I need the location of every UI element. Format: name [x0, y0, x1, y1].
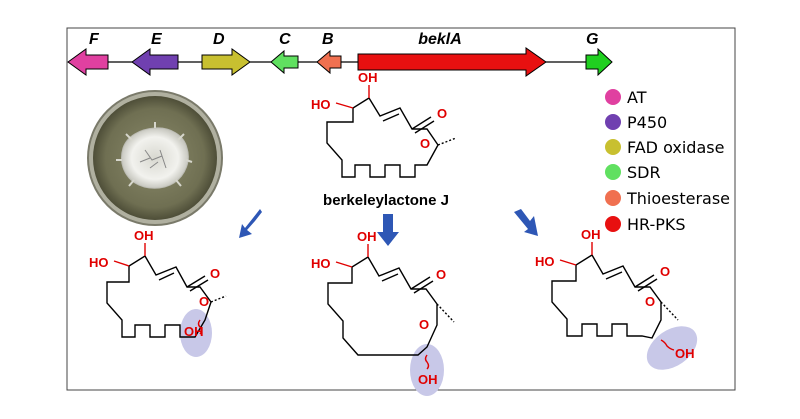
- legend-dot-thioesterase: [605, 190, 621, 206]
- legend-dot-p450: [605, 114, 621, 130]
- gene-arrow-bekla: [357, 47, 547, 77]
- atom-oh-new: OH: [184, 324, 204, 339]
- gene-arrow-c: [270, 49, 299, 75]
- atom-o-carbonyl: O: [436, 267, 446, 282]
- product-molecule-right: O O OH HO OH: [535, 227, 698, 370]
- highlight-right: [646, 326, 698, 370]
- atom-oh-top: OH: [358, 70, 378, 85]
- legend-label-hr-pks: HR-PKS: [627, 215, 686, 234]
- highlight-middle: [410, 344, 444, 396]
- atom-ho-left: HO: [89, 255, 109, 270]
- gene-arrow-d: [201, 48, 251, 76]
- atom-oh-top: OH: [134, 228, 154, 243]
- atom-o-carbonyl: O: [660, 264, 670, 279]
- atom-oh-top: OH: [357, 229, 377, 244]
- molecule-berkeleylactone-j: O O OH HO: [311, 70, 457, 178]
- product-molecule-left: O O OH HO OH: [89, 228, 227, 357]
- atom-oh-new: OH: [675, 346, 695, 361]
- atom-o-ring: O: [645, 294, 655, 309]
- atom-ho-left: HO: [311, 97, 331, 112]
- reaction-arrows: [239, 209, 538, 246]
- legend-label-p450: P450: [627, 113, 667, 132]
- gene-label-b: B: [322, 31, 334, 48]
- gene-label-c: C: [279, 31, 291, 48]
- gene-arrow-f: [67, 48, 109, 76]
- reaction-arrow-middle: [377, 214, 399, 246]
- legend-dot-sdr: [605, 164, 621, 180]
- atom-o-ring: O: [419, 317, 429, 332]
- gene-label-bekla: beklA: [418, 31, 462, 48]
- atom-o-ring: O: [199, 294, 209, 309]
- compound-name: berkeleylactone J: [323, 192, 449, 209]
- legend-label-sdr: SDR: [627, 163, 661, 182]
- product-molecule-middle: O O OH HO OH: [311, 229, 455, 396]
- legend-label-at: AT: [627, 88, 647, 107]
- atom-o-carbonyl: O: [210, 266, 220, 281]
- petri-dish-photo: [87, 90, 223, 226]
- reaction-arrow-left: [239, 209, 262, 238]
- legend: AT P450 FAD oxidase SDR Thioesterase HR-…: [605, 88, 730, 234]
- gene-cluster: F E D C B beklA G: [67, 31, 613, 77]
- atom-o-carbonyl: O: [437, 106, 447, 121]
- atom-oh-new: OH: [418, 372, 438, 387]
- gene-label-d: D: [213, 31, 225, 48]
- legend-dot-hr-pks: [605, 216, 621, 232]
- atom-ho-left: HO: [535, 254, 555, 269]
- gene-arrow-b: [316, 49, 342, 75]
- atom-o-ring: O: [420, 136, 430, 151]
- reaction-arrow-right: [514, 209, 538, 236]
- atom-oh-top: OH: [581, 227, 601, 242]
- legend-label-thioesterase: Thioesterase: [626, 189, 730, 208]
- gene-arrow-g: [585, 47, 613, 77]
- gene-label-g: G: [586, 31, 598, 48]
- legend-label-fad-oxidase: FAD oxidase: [627, 138, 724, 157]
- legend-dot-fad-oxidase: [605, 139, 621, 155]
- gene-arrow-e: [131, 48, 179, 76]
- gene-label-f: F: [89, 31, 100, 48]
- atom-ho-left: HO: [311, 256, 331, 271]
- legend-dot-at: [605, 89, 621, 105]
- gene-label-e: E: [151, 31, 163, 48]
